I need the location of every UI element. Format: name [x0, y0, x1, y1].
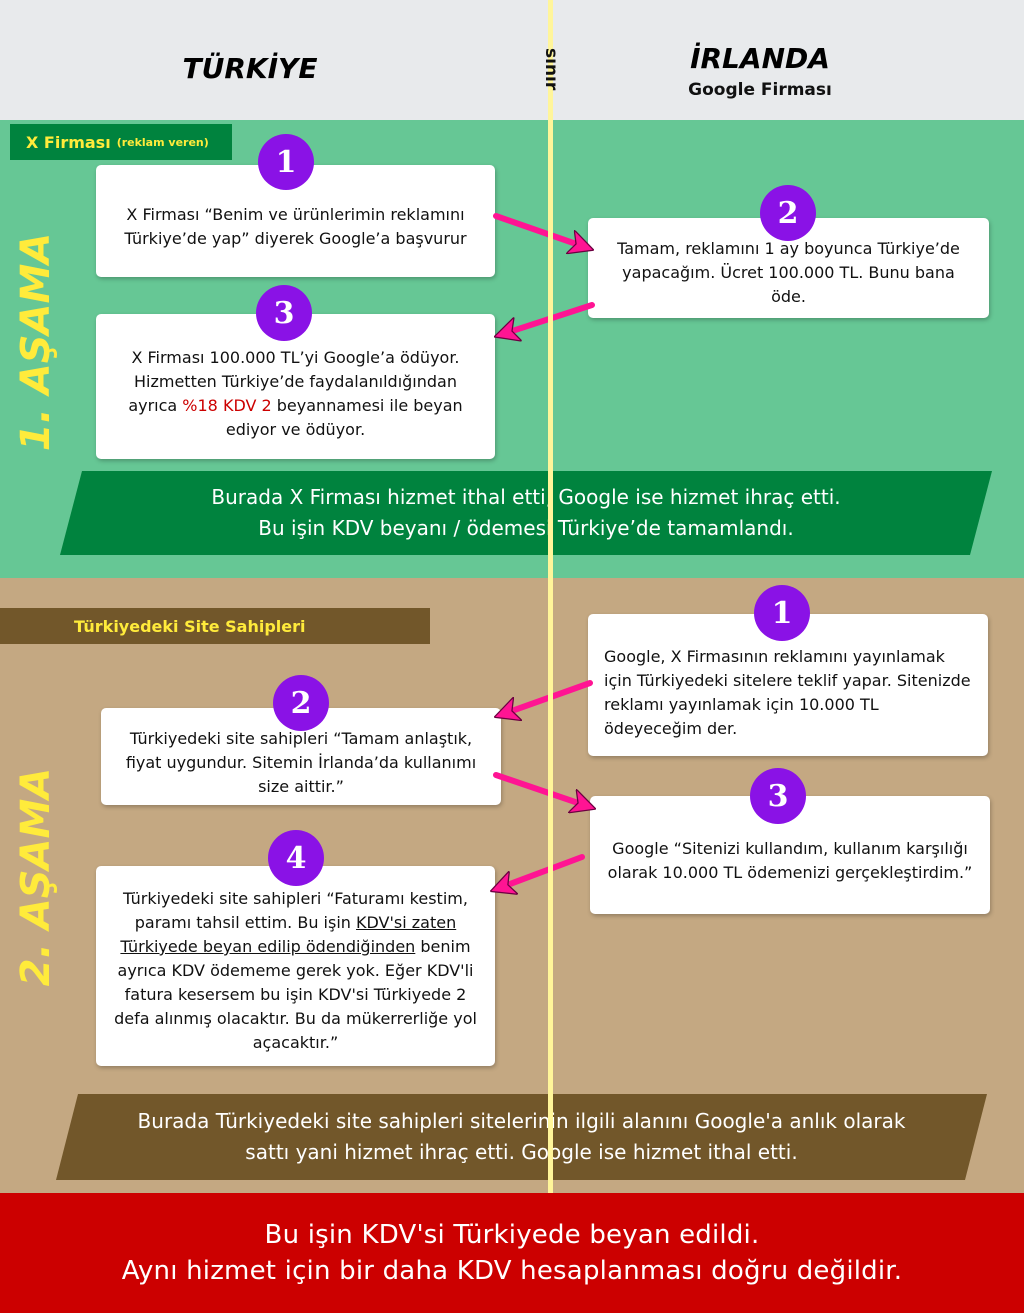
stage1-step2-text: Tamam, reklamını 1 ay boyunca Türkiye’de… — [617, 239, 960, 306]
stage1-step1-badge: 1 — [258, 134, 314, 190]
stage1-tag: X Firması (reklam veren) — [10, 124, 232, 160]
stage2-label: 2. AŞAMA — [13, 767, 59, 987]
stage1-summary-line1: Burada X Firması hizmet ithal etti, Goog… — [211, 485, 841, 509]
border-label: sınır — [541, 48, 561, 91]
stage2-summary-line2: sattı yani hizmet ihraç etti. Google ise… — [245, 1140, 798, 1164]
header-area — [0, 0, 1024, 120]
stage1-step3-badge: 3 — [256, 285, 312, 341]
stage1-summary-banner: Burada X Firması hizmet ithal etti, Goog… — [60, 471, 992, 555]
stage2-step1-text: Google, X Firmasının reklamını yayınlama… — [604, 647, 971, 738]
border-line — [548, 0, 553, 1193]
stage2-step2-badge: 2 — [273, 675, 329, 731]
stage2-summary-banner: Burada Türkiyedeki site sahipleri sitele… — [56, 1094, 987, 1180]
stage2-banner-shape — [56, 1094, 987, 1180]
footer-line1: Bu işin KDV'si Türkiyede beyan edildi. — [264, 1220, 760, 1250]
stage2-step3-text: Google “Sitenizi kullandım, kullanım kar… — [607, 839, 973, 882]
footer-banner: Bu işin KDV'si Türkiyede beyan edildi. A… — [0, 1193, 1024, 1313]
google-subtitle: Google Firması — [688, 80, 832, 100]
ireland-title: İRLANDA — [690, 42, 830, 75]
footer-line2: Aynı hizmet için bir daha KDV hesaplanma… — [121, 1256, 903, 1286]
stage1-step3-text: X Firması 100.000 TL’yi Google’a ödüyor.… — [128, 347, 463, 439]
stage2-step1-badge: 1 — [754, 585, 810, 641]
stage1-tag-main: X Firması — [26, 132, 111, 152]
stage2-step4-text: Türkiyedeki site sahipleri “Faturamı kes… — [114, 889, 477, 1052]
stage1-label: 1. AŞAMA — [13, 232, 59, 452]
stage1-summary-line2: Bu işin KDV beyanı / ödemesi Türkiye’de … — [258, 516, 794, 540]
stage2-summary-line1: Burada Türkiyedeki site sahipleri sitele… — [137, 1109, 906, 1133]
stage1-banner-shape — [60, 471, 992, 555]
kdv-highlight: %18 KDV 2 — [182, 395, 272, 415]
stage2-step4-box: Türkiyedeki site sahipleri “Faturamı kes… — [96, 866, 495, 1066]
stage2-step2-text: Türkiyedeki site sahipleri “Tamam anlaşt… — [125, 728, 477, 796]
stage1-step2-badge: 2 — [760, 185, 816, 241]
stage2-step3-badge: 3 — [750, 768, 806, 824]
turkey-title: TÜRKİYE — [182, 52, 318, 85]
stage2-tag: Türkiyedeki Site Sahipleri — [0, 608, 430, 644]
stage2-step2-box: Türkiyedeki site sahipleri “Tamam anlaşt… — [101, 708, 501, 805]
stage1-step1-text: X Firması “Benim ve ürünlerimin reklamın… — [124, 205, 467, 248]
stage2-step4-badge: 4 — [268, 830, 324, 886]
stage1-tag-small: (reklam veren) — [116, 135, 209, 149]
kdv-underline: KDV'si zaten Türkiyede beyan edilip öden… — [120, 913, 457, 956]
